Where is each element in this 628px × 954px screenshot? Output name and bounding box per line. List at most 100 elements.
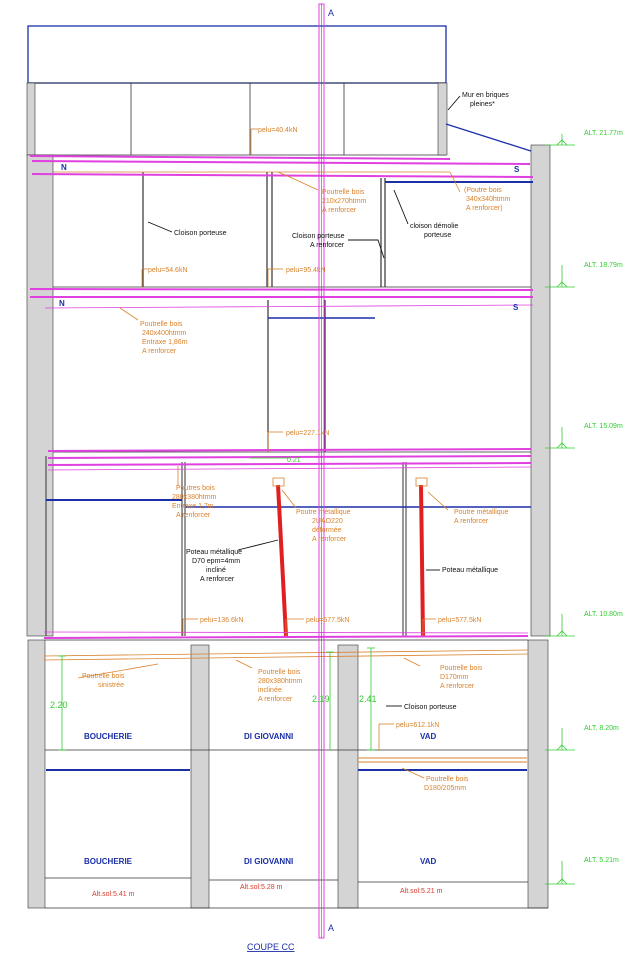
svg-text:280x380htmm: 280x380htmm bbox=[258, 678, 303, 685]
dim-height-mid: 2.19 bbox=[312, 694, 330, 704]
svg-text:incliné: incliné bbox=[206, 567, 226, 574]
wall-right-shop bbox=[527, 639, 549, 909]
partitions-floor1 bbox=[45, 456, 407, 636]
svg-text:Poutre métallique: Poutre métallique bbox=[454, 509, 509, 516]
svg-text:inclinée: inclinée bbox=[258, 687, 282, 694]
note-poteau-right: Poteau métallique bbox=[442, 567, 498, 574]
north-mark-2: N bbox=[59, 299, 65, 308]
ground-level-1: Alt.sol:5.41 m bbox=[92, 891, 135, 898]
column-caps bbox=[272, 477, 428, 487]
shop-label-digiovanni-lower: DI GIOVANNI bbox=[244, 857, 293, 866]
load-label-6: pelu=577.5kN bbox=[306, 617, 349, 624]
svg-text:Poutrelle bois: Poutrelle bois bbox=[322, 189, 365, 196]
roof-slope-line bbox=[445, 123, 535, 153]
shop-orange-beams bbox=[358, 757, 527, 763]
svg-text:A renforcer: A renforcer bbox=[176, 512, 211, 519]
ground-level-3: Alt.sol:5.21 m bbox=[400, 888, 443, 895]
svg-text:Poutrelle bois: Poutrelle bois bbox=[82, 673, 125, 680]
svg-text:340x340htmm: 340x340htmm bbox=[466, 196, 511, 203]
load-label-1: pelu=40.4kN bbox=[258, 127, 298, 134]
svg-text:Mur en briques: Mur en briques bbox=[462, 92, 509, 99]
note-poutrelle-sinistree: Poutrelle bois sinistrée bbox=[82, 673, 125, 689]
svg-text:A renforcer: A renforcer bbox=[200, 576, 235, 583]
altitude-label-1: ALT. 21.77m bbox=[584, 130, 623, 137]
magenta-beams bbox=[29, 155, 534, 639]
dim-height-left: 2.20 bbox=[50, 700, 68, 710]
svg-text:A renforcer: A renforcer bbox=[312, 536, 347, 543]
wall-mid1-shop bbox=[190, 644, 210, 909]
height-dimensions bbox=[58, 457, 375, 751]
load-label-2: pelu=54.6kN bbox=[148, 267, 188, 274]
svg-text:D70 epm=4mm: D70 epm=4mm bbox=[192, 558, 240, 565]
partitions-floor3 bbox=[142, 172, 386, 287]
svg-text:porteuse: porteuse bbox=[424, 232, 451, 239]
note-poutre-upn: Poutre métallique 2UAO220 déformée A ren… bbox=[296, 509, 351, 543]
load-label-8: pelu=612.1kN bbox=[396, 722, 439, 729]
note-cloison-porteuse-1: Cloison porteuse bbox=[174, 230, 227, 237]
svg-text:Entraxe 1,7m: Entraxe 1,7m bbox=[172, 503, 214, 510]
svg-text:Poutres bois: Poutres bois bbox=[176, 485, 215, 492]
altitude-markers bbox=[545, 134, 575, 885]
shop-label-vad-lower: VAD bbox=[420, 857, 437, 866]
load-leaders bbox=[141, 128, 436, 750]
svg-text:Poteau métallique: Poteau métallique bbox=[442, 567, 498, 574]
south-mark-2: S bbox=[513, 303, 519, 312]
svg-text:Cloison porteuse: Cloison porteuse bbox=[404, 704, 457, 711]
floor-lines bbox=[45, 286, 548, 909]
wall-attic-left bbox=[26, 82, 36, 156]
section-mark-top: A bbox=[328, 8, 334, 18]
svg-text:Poutrelle bois: Poutrelle bois bbox=[140, 321, 183, 328]
shop-label-digiovanni-upper: DI GIOVANNI bbox=[244, 732, 293, 741]
svg-text:sinistrée: sinistrée bbox=[98, 682, 124, 689]
note-cloison-porteuse-renforcer: Cloison porteuse A renforcer bbox=[292, 233, 345, 249]
column-right bbox=[419, 484, 425, 637]
svg-text:A renforcer: A renforcer bbox=[310, 242, 345, 249]
wall-mid2-shop bbox=[337, 644, 359, 909]
svg-text:A renforcer): A renforcer) bbox=[466, 205, 503, 212]
note-poutrelle-280-inclinee: Poutrelle bois 280x380htmm inclinée A re… bbox=[258, 669, 303, 703]
svg-text:A renforcer: A renforcer bbox=[322, 207, 357, 214]
note-poutrelle-d180: Poutrelle bois D180/205mm bbox=[424, 776, 469, 792]
note-poutres-280: Poutres bois 280x380htmm Entraxe 1,7m A … bbox=[172, 485, 217, 519]
south-mark-1: S bbox=[514, 165, 520, 174]
svg-text:A renforcer: A renforcer bbox=[440, 683, 475, 690]
svg-text:210x270htmm: 210x270htmm bbox=[322, 198, 367, 205]
roof-outline bbox=[27, 25, 447, 84]
svg-text:D180/205mm: D180/205mm bbox=[424, 785, 466, 792]
north-mark-1: N bbox=[61, 163, 67, 172]
svg-text:(Poutre bois: (Poutre bois bbox=[464, 187, 502, 194]
wall-left-shop bbox=[27, 639, 46, 909]
shop-label-boucherie-lower: BOUCHERIE bbox=[84, 857, 133, 866]
annotation-leaders-orange bbox=[77, 171, 461, 779]
altitude-label-4: ALT. 10.80m bbox=[584, 611, 623, 618]
svg-text:Cloison porteuse: Cloison porteuse bbox=[174, 230, 227, 237]
drawing-title: COUPE CC bbox=[247, 942, 295, 952]
magenta-beams-thin bbox=[43, 304, 534, 634]
altitude-label-2: ALT. 18.79m bbox=[584, 262, 623, 269]
partitions-floor2 bbox=[267, 300, 326, 452]
svg-text:A renforcer: A renforcer bbox=[258, 696, 293, 703]
note-poutre-340: (Poutre bois 340x340htmm A renforcer) bbox=[464, 187, 511, 212]
note-poutrelle-210: Poutrelle bois 210x270htmm A renforcer bbox=[322, 189, 367, 214]
load-label-5: pelu=136.6kN bbox=[200, 617, 243, 624]
load-label-3: pelu=95.4kN bbox=[286, 267, 326, 274]
dim-beam-gap: 0.21 bbox=[287, 457, 301, 464]
svg-text:Cloison porteuse: Cloison porteuse bbox=[292, 233, 345, 240]
note-cloison-porteuse-2: Cloison porteuse bbox=[404, 704, 457, 711]
note-cloison-demolie: cloison démolie porteuse bbox=[410, 223, 458, 239]
altitude-label-6: ALT. 5.21m bbox=[584, 857, 619, 864]
shop-label-vad-upper: VAD bbox=[420, 732, 437, 741]
note-poutre-metal-right: Poutre métallique A renforcer bbox=[454, 509, 509, 525]
svg-text:Poutrelle bois: Poutrelle bois bbox=[258, 669, 301, 676]
svg-text:déformée: déformée bbox=[312, 527, 342, 534]
altitude-label-5: ALT. 8.20m bbox=[584, 725, 619, 732]
note-poutrelle-d170: Poutrelle bois D170mm A renforcer bbox=[440, 665, 483, 690]
svg-text:D170mm: D170mm bbox=[440, 674, 469, 681]
svg-text:A renforcer: A renforcer bbox=[454, 518, 489, 525]
altitude-label-3: ALT. 15.09m bbox=[584, 423, 623, 430]
svg-text:Poutrelle bois: Poutrelle bois bbox=[440, 665, 483, 672]
dim-height-right: 2.41 bbox=[359, 694, 377, 704]
svg-text:pleines*: pleines* bbox=[470, 101, 495, 108]
load-label-7: pelu=577.5kN bbox=[438, 617, 481, 624]
